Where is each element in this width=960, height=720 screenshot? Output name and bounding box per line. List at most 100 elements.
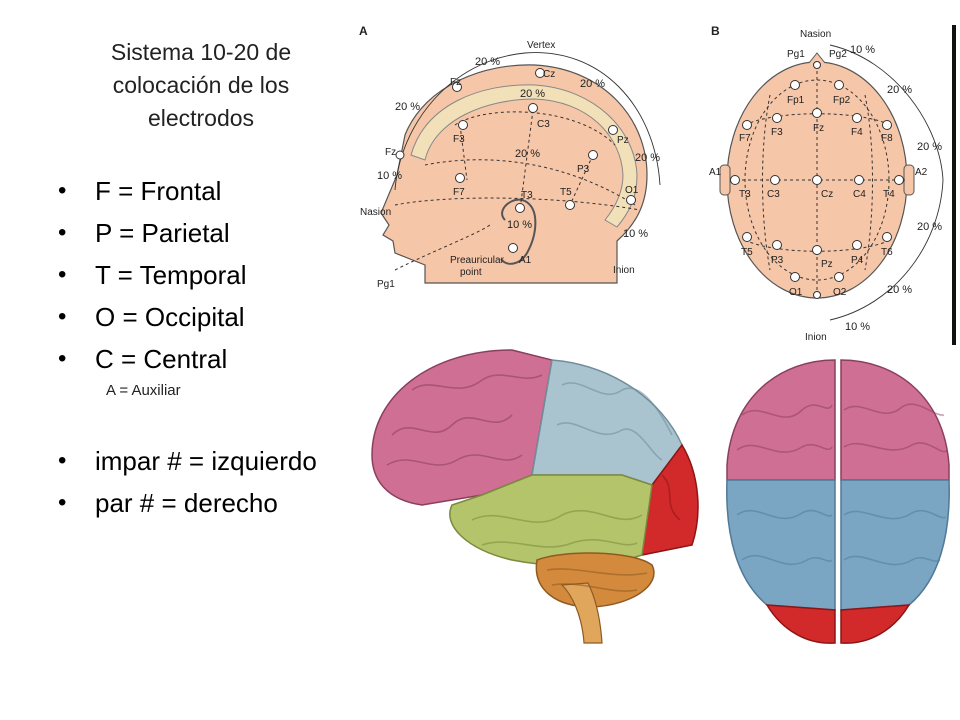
vertex-label: Vertex xyxy=(527,40,555,51)
electrode-t5 xyxy=(742,232,752,242)
pct-label: 20 % xyxy=(635,152,660,164)
electrode-f8 xyxy=(882,120,892,130)
electrode-t3 xyxy=(515,203,525,213)
base-line xyxy=(394,197,641,211)
el-label: O2 xyxy=(833,287,847,298)
right-ear-icon xyxy=(903,164,915,196)
electrode-p4 xyxy=(852,240,862,250)
el-label: F4 xyxy=(851,127,863,138)
lobe-legend-list: F = Frontal P = Parietal T = Temporal O … xyxy=(58,170,247,380)
right-para-line xyxy=(864,94,873,271)
el-label: T5 xyxy=(741,247,753,258)
cerebellum xyxy=(535,552,655,608)
parity-list: impar # = izquierdo par # = derecho xyxy=(58,440,317,524)
electrode-f7 xyxy=(742,120,752,130)
coronal-line xyxy=(424,159,636,206)
brain-top-view-illustration xyxy=(726,359,950,644)
legend-parietal: P = Parietal xyxy=(58,212,247,254)
outer-ring xyxy=(744,79,890,281)
el-label: A1 xyxy=(709,167,722,178)
legend-occipital: O = Occipital xyxy=(58,296,247,338)
electrode-fp2 xyxy=(834,80,844,90)
left-ear-icon xyxy=(719,164,731,196)
el-label: O1 xyxy=(625,185,639,196)
jaw-line xyxy=(394,224,491,271)
scalp-band xyxy=(410,84,638,228)
electrode-pz xyxy=(812,245,822,255)
el-label: Fp2 xyxy=(833,95,851,106)
electrode-o1 xyxy=(790,272,800,282)
electrode-c3 xyxy=(528,103,538,113)
el-label: T4 xyxy=(883,189,895,200)
electrode-t3 xyxy=(730,175,740,185)
electrode-fp1 xyxy=(790,80,800,90)
el-label: Pz xyxy=(821,259,833,270)
el-label: C3 xyxy=(537,119,550,130)
el-label: Cz xyxy=(821,189,833,200)
left-parietal-lobe xyxy=(726,479,836,611)
preauricular-label-2: point xyxy=(460,267,482,278)
el-label: T3 xyxy=(739,189,751,200)
left-para-line xyxy=(762,94,771,271)
pct-label: 20 % xyxy=(917,141,942,153)
electrode-f7 xyxy=(455,173,465,183)
preauricular-label-1: Preauricular xyxy=(450,255,505,266)
el-label: C4 xyxy=(853,189,866,200)
auxiliar-note: A = Auxiliar xyxy=(106,382,181,399)
inion-label: Inion xyxy=(805,332,827,343)
pct-label: 20 % xyxy=(515,148,540,160)
pct-label: 20 % xyxy=(520,88,545,100)
el-label: Fp1 xyxy=(787,95,805,106)
frontal-lobe xyxy=(371,349,553,506)
pct-label: 10 % xyxy=(507,219,532,231)
electrode-cz xyxy=(812,175,822,185)
el-label: Fz xyxy=(813,123,824,134)
electrode-t4 xyxy=(894,175,904,185)
el-label: F3 xyxy=(771,127,783,138)
ear-icon xyxy=(500,198,537,265)
pct-label: 10 % xyxy=(377,170,402,182)
nasion-label: Nasion xyxy=(800,29,831,40)
pct-label: 10 % xyxy=(845,321,870,333)
parity-even: par # = derecho xyxy=(58,482,317,524)
el-label: A1 xyxy=(519,255,532,266)
electrode-o2 xyxy=(834,272,844,282)
panel-label-a: A xyxy=(359,24,368,38)
parietal-lobe xyxy=(531,359,683,486)
el-label: Pg2 xyxy=(829,49,847,60)
el-label: T6 xyxy=(881,247,893,258)
el-label: A2 xyxy=(915,167,928,178)
inion-label: Inion xyxy=(613,265,635,276)
el-label: P3 xyxy=(577,164,590,175)
electrode-f3 xyxy=(458,120,468,130)
electrode-f-top xyxy=(452,82,462,92)
el-label: Pg1 xyxy=(377,279,395,290)
brain-lateral-view-illustration xyxy=(371,349,699,644)
pct-label: 10 % xyxy=(850,44,875,56)
right-parietal-lobe xyxy=(840,479,950,611)
brainstem xyxy=(560,582,603,644)
electrode-p3 xyxy=(772,240,782,250)
electrode-f3 xyxy=(772,113,782,123)
el-label: O1 xyxy=(789,287,803,298)
el-label: F8 xyxy=(881,133,893,144)
outer-arc xyxy=(394,52,661,191)
outer-arc xyxy=(829,44,944,321)
el-label: F7 xyxy=(453,187,465,198)
el-label: P3 xyxy=(771,255,784,266)
el-label: Cz xyxy=(543,69,555,80)
el-label: Fz xyxy=(450,77,461,88)
electrode-pz xyxy=(608,125,618,135)
pct-label: 10 % xyxy=(623,228,648,240)
panel-label-b: B xyxy=(711,24,720,38)
legend-frontal: F = Frontal xyxy=(58,170,247,212)
right-frontal-lobe xyxy=(840,359,950,481)
legend-central: C = Central xyxy=(58,338,247,380)
electrode-f4 xyxy=(852,113,862,123)
pct-label: 20 % xyxy=(887,84,912,96)
el-label: T5 xyxy=(560,187,572,198)
electrode-p3 xyxy=(588,150,598,160)
electrode-t5 xyxy=(565,200,575,210)
el-label: F7 xyxy=(739,133,751,144)
vertical-line-2 xyxy=(519,109,534,211)
